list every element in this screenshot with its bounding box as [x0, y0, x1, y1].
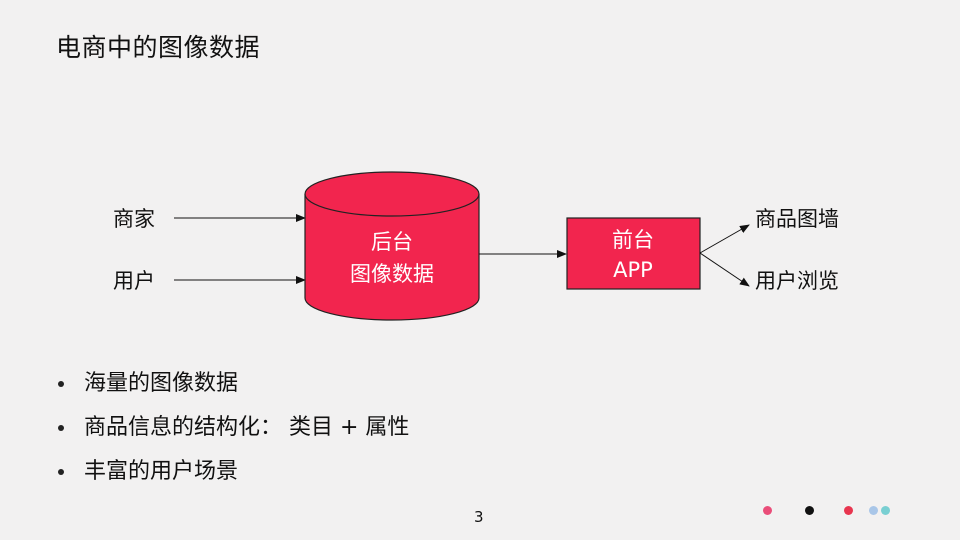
bullet-marker	[58, 381, 64, 387]
decor-dot-5	[881, 506, 890, 515]
bullet-item: 丰富的用户场景	[58, 450, 409, 494]
bullet-text: 海量的图像数据	[84, 371, 239, 396]
bullet-list: 海量的图像数据 商品信息的结构化： 类目 + 属性 丰富的用户场景	[58, 362, 409, 494]
bullet-marker	[58, 425, 64, 431]
slide-title: 电商中的图像数据	[56, 33, 261, 62]
output-label-user-browsing: 用户浏览	[755, 269, 839, 293]
backend-database-cylinder: 后台 图像数据	[304, 171, 480, 321]
decor-dot-4	[869, 506, 878, 515]
backend-sublabel: 图像数据	[350, 262, 434, 286]
arrow-frontend-to-user-browsing	[699, 252, 750, 287]
decor-dot-1	[763, 506, 772, 515]
bullet-marker	[58, 469, 64, 475]
decor-dot-3	[844, 506, 853, 515]
frontend-app-box: 前台 APP	[566, 217, 701, 290]
backend-label: 后台	[371, 230, 413, 254]
input-label-user: 用户	[113, 269, 155, 293]
arrow-frontend-to-product-wall	[699, 224, 750, 254]
bullet-item: 商品信息的结构化： 类目 + 属性	[58, 406, 409, 450]
frontend-label: 前台	[612, 228, 654, 252]
input-label-merchant: 商家	[113, 207, 155, 231]
page-number: 3	[474, 508, 484, 526]
decor-dot-2	[805, 506, 814, 515]
bullet-text: 丰富的用户场景	[84, 459, 239, 484]
frontend-sublabel: APP	[613, 258, 653, 282]
bullet-item: 海量的图像数据	[58, 362, 409, 406]
output-label-product-wall: 商品图墙	[755, 207, 839, 231]
bullet-text: 商品信息的结构化： 类目 + 属性	[84, 415, 410, 440]
